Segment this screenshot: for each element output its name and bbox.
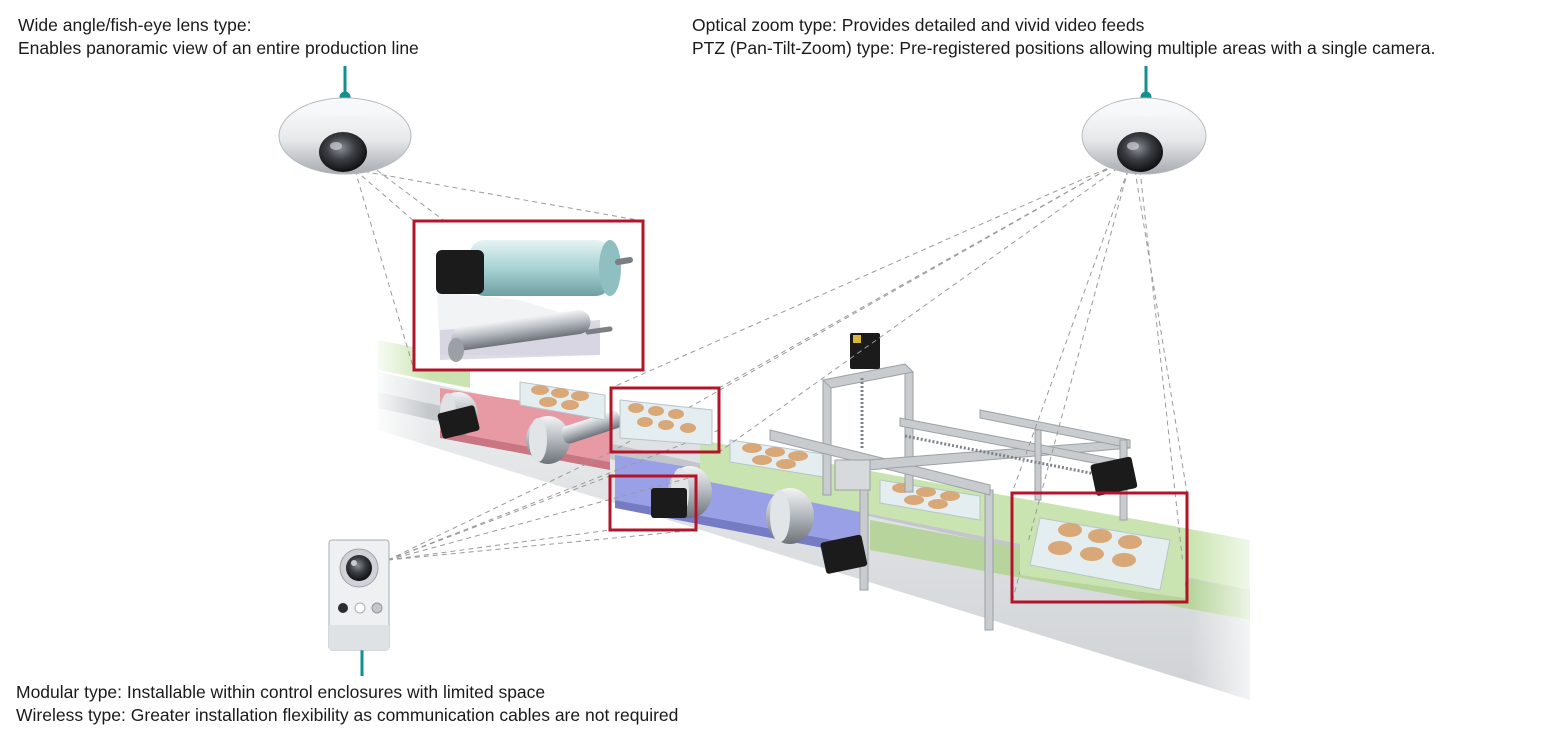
highlight-frame-roller (412, 219, 645, 372)
camera-sight-lines (354, 164, 1188, 603)
caption-wide-angle-title: Wide angle/fish-eye lens type: (18, 15, 252, 35)
dome-camera-right-icon (1081, 97, 1207, 175)
caption-wide-angle: Wide angle/fish-eye lens type: Enables p… (18, 14, 419, 60)
caption-modular: Modular type: Installable within control… (16, 681, 678, 727)
servo-motors (437, 333, 1138, 574)
caption-wide-angle-desc: Enables panoramic view of an entire prod… (18, 38, 419, 58)
servo-motor-top-icon (850, 333, 880, 369)
dome-camera-left-icon (278, 97, 412, 175)
tray-1 (519, 381, 606, 421)
zoom-inset-roller (414, 221, 643, 370)
caption-optical-zoom: Optical zoom type: Provides detailed and… (692, 14, 1435, 60)
servo-motor-bottom-icon (820, 534, 868, 574)
highlight-tray-mid-content (619, 399, 713, 446)
caption-ptz-desc: PTZ (Pan-Tilt-Zoom) type: Pre-registered… (692, 38, 1436, 58)
caption-optical-zoom-title: Optical zoom type: Provides detailed and… (692, 15, 1145, 35)
servo-motor-right-icon (1090, 456, 1138, 496)
tray-2 (729, 439, 831, 479)
caption-wireless-desc: Wireless type: Greater installation flex… (16, 705, 679, 725)
gantry-frame (769, 363, 1131, 631)
caption-modular-title: Modular type: Installable within control… (16, 682, 546, 702)
highlight-frame-tray-right (1010, 491, 1189, 604)
highlight-tray-right-content (1020, 517, 1185, 598)
highlight-frames (412, 219, 1189, 604)
servo-motor-left-icon (437, 405, 480, 439)
modular-camera-icon (328, 539, 390, 651)
highlight-frame-tray (609, 386, 721, 454)
servo-motor-mid-icon (651, 488, 687, 518)
highlight-frame-motor (608, 474, 698, 532)
gantry-carriage (834, 459, 871, 491)
ball-screws (860, 378, 1101, 477)
